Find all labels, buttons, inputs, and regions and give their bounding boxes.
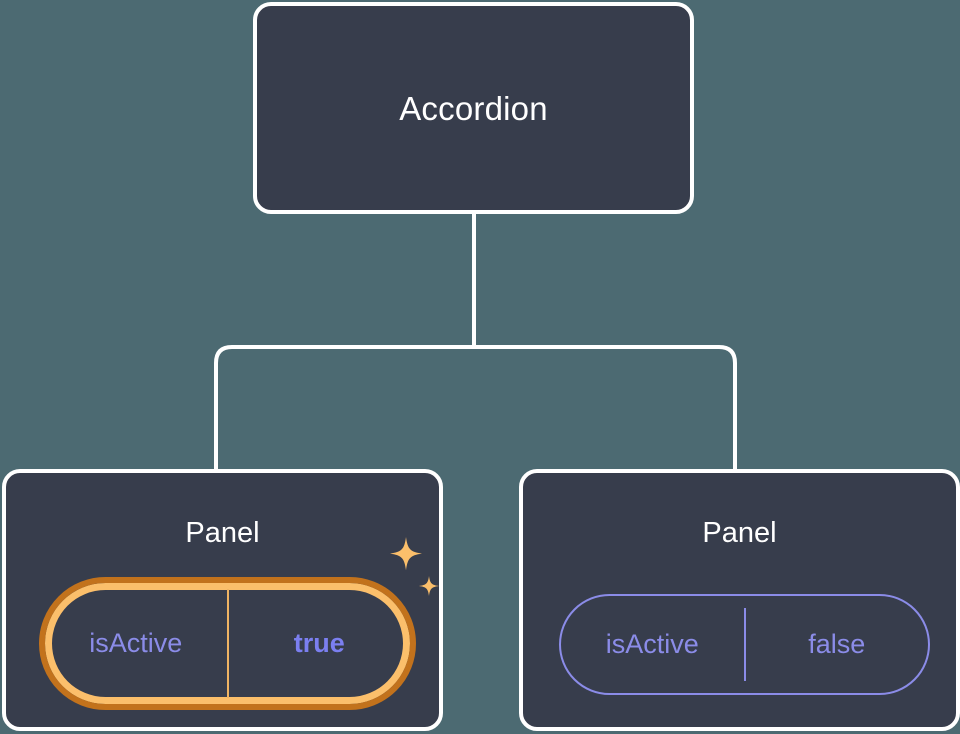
prop-key: isActive: [605, 629, 699, 659]
prop-pill-isactive-false[interactable]: isActive false: [559, 594, 930, 695]
prop-pill-isactive-true[interactable]: isActive true: [39, 577, 416, 710]
prop-key: isActive: [89, 628, 183, 658]
node-panel-right-label: Panel: [702, 517, 777, 549]
node-panel-right[interactable]: Panel isActive false: [519, 469, 960, 731]
node-accordion-label: Accordion: [399, 89, 548, 127]
node-accordion[interactable]: Accordion: [253, 2, 694, 214]
prop-divider: [743, 608, 746, 681]
node-panel-left[interactable]: Panel isActive true: [2, 469, 443, 731]
prop-value: false: [808, 629, 866, 659]
prop-value: true: [293, 628, 345, 658]
prop-divider: [226, 589, 229, 698]
node-panel-left-label: Panel: [185, 517, 260, 549]
edge-branch-bar: [214, 345, 737, 469]
